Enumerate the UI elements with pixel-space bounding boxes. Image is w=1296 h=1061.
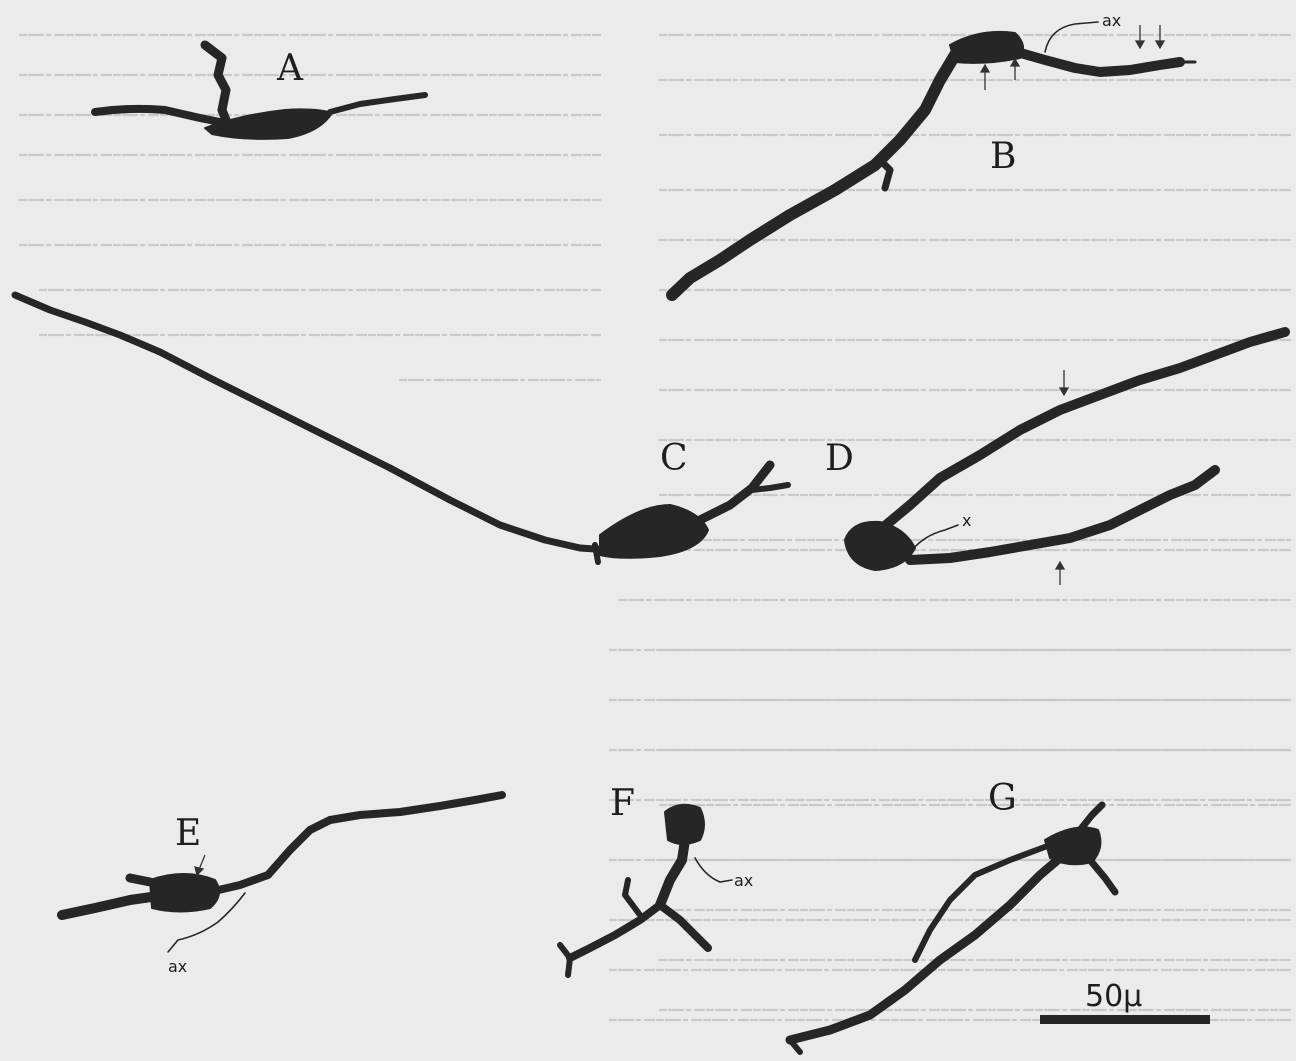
neuron-g xyxy=(790,805,1115,1052)
panel-label-e: E xyxy=(175,813,201,854)
axon-label-e: ax xyxy=(168,957,187,976)
arrows-e xyxy=(195,855,205,875)
axon-d xyxy=(912,525,958,550)
axon-label-d: x xyxy=(962,511,971,530)
neuron-f xyxy=(560,805,708,975)
arrows-d xyxy=(1056,370,1068,585)
neuron-d xyxy=(845,332,1285,570)
panel-label-a: A xyxy=(276,48,304,89)
panel-label-c: C xyxy=(660,438,688,479)
panel-label-f: F xyxy=(610,783,635,824)
panel-label-g: G xyxy=(988,778,1017,819)
axon-b xyxy=(1045,22,1098,52)
axon-label-f: ax xyxy=(734,871,753,890)
neuron-e xyxy=(62,795,502,915)
axon-label-b: ax xyxy=(1102,11,1121,30)
panel-label-b: B xyxy=(990,136,1016,177)
axon-f xyxy=(695,858,732,882)
scale-bar: 50µ xyxy=(1040,979,1210,1024)
neuron-a xyxy=(95,45,425,139)
neuron-b xyxy=(672,32,1195,295)
scale-bar-label: 50µ xyxy=(1085,979,1142,1014)
panel-label-d: D xyxy=(825,438,854,479)
scale-bar-line xyxy=(1040,1015,1210,1024)
